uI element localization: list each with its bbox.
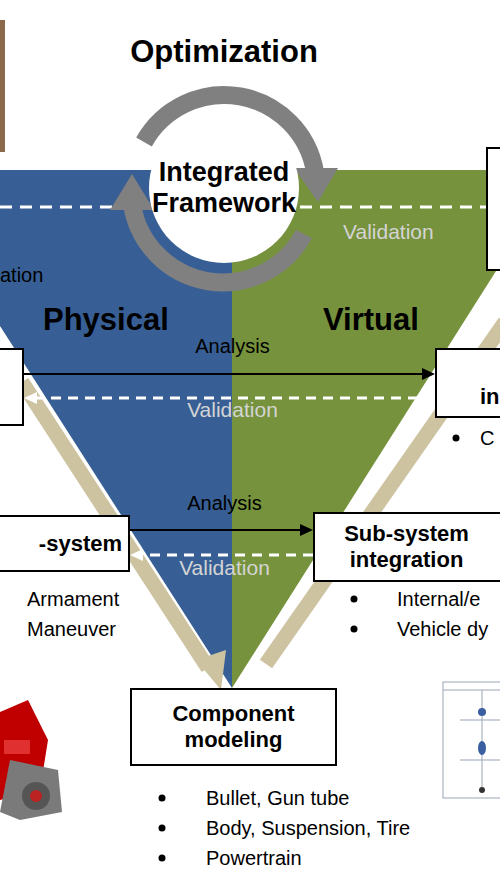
photo-fragment [0, 20, 5, 152]
diagram-title: Optimization [0, 34, 448, 70]
bullet [351, 596, 358, 603]
text-label: Physical [43, 302, 169, 338]
edge-label: Analysis [187, 491, 261, 515]
schematic-art [443, 682, 500, 798]
text-label: Virtual [323, 302, 419, 338]
framework-circle: Integrated Framework [149, 113, 299, 263]
edge-label: Validation [179, 556, 270, 580]
bullet [159, 795, 166, 802]
partial-box [487, 148, 500, 270]
virtual-triangle [232, 170, 500, 688]
connector-line [130, 529, 303, 531]
text-label: Maneuver [27, 617, 116, 641]
arrow-head [24, 392, 37, 404]
bullet [159, 825, 166, 832]
bullet [351, 626, 358, 633]
edge-label: Validation [187, 398, 278, 422]
edge-label: Analysis [195, 334, 269, 358]
loop-arrow-head [294, 168, 338, 202]
analysis-arrow [130, 524, 313, 536]
descend-arrow-head [196, 650, 226, 690]
node-text: Integrated Framework [139, 157, 309, 219]
text-label: Bullet, Gun tube [206, 786, 349, 810]
bullet [159, 855, 166, 862]
node-text: -system [39, 531, 122, 557]
bullet [453, 435, 460, 442]
analysis-arrow [24, 368, 435, 380]
process-box [0, 348, 24, 426]
text-label: Body, Suspension, Tire [206, 816, 410, 840]
text-label: Validation [343, 219, 434, 245]
process-box: -system [0, 515, 130, 572]
loop-arrow-head [110, 174, 154, 210]
arrow-head [300, 524, 313, 536]
node-text: Component modeling [139, 701, 329, 753]
vehicle-model-art [0, 700, 62, 820]
node-text: Sub-system integration [317, 521, 497, 573]
process-box: Sub-system integration [313, 512, 500, 582]
text-label: ation [0, 263, 43, 287]
text-label: Powertrain [206, 846, 302, 870]
text-label: C [480, 426, 494, 450]
text-label: Armament [27, 587, 119, 611]
connector-line [24, 373, 425, 375]
process-box: Component modeling [130, 688, 337, 766]
text-label: Internal/e [397, 587, 480, 611]
text-label: Vehicle dy [397, 617, 488, 641]
arrow-head [130, 549, 143, 561]
process-box: in [435, 348, 500, 418]
arrow-head [422, 368, 435, 380]
node-text: in [480, 384, 500, 410]
